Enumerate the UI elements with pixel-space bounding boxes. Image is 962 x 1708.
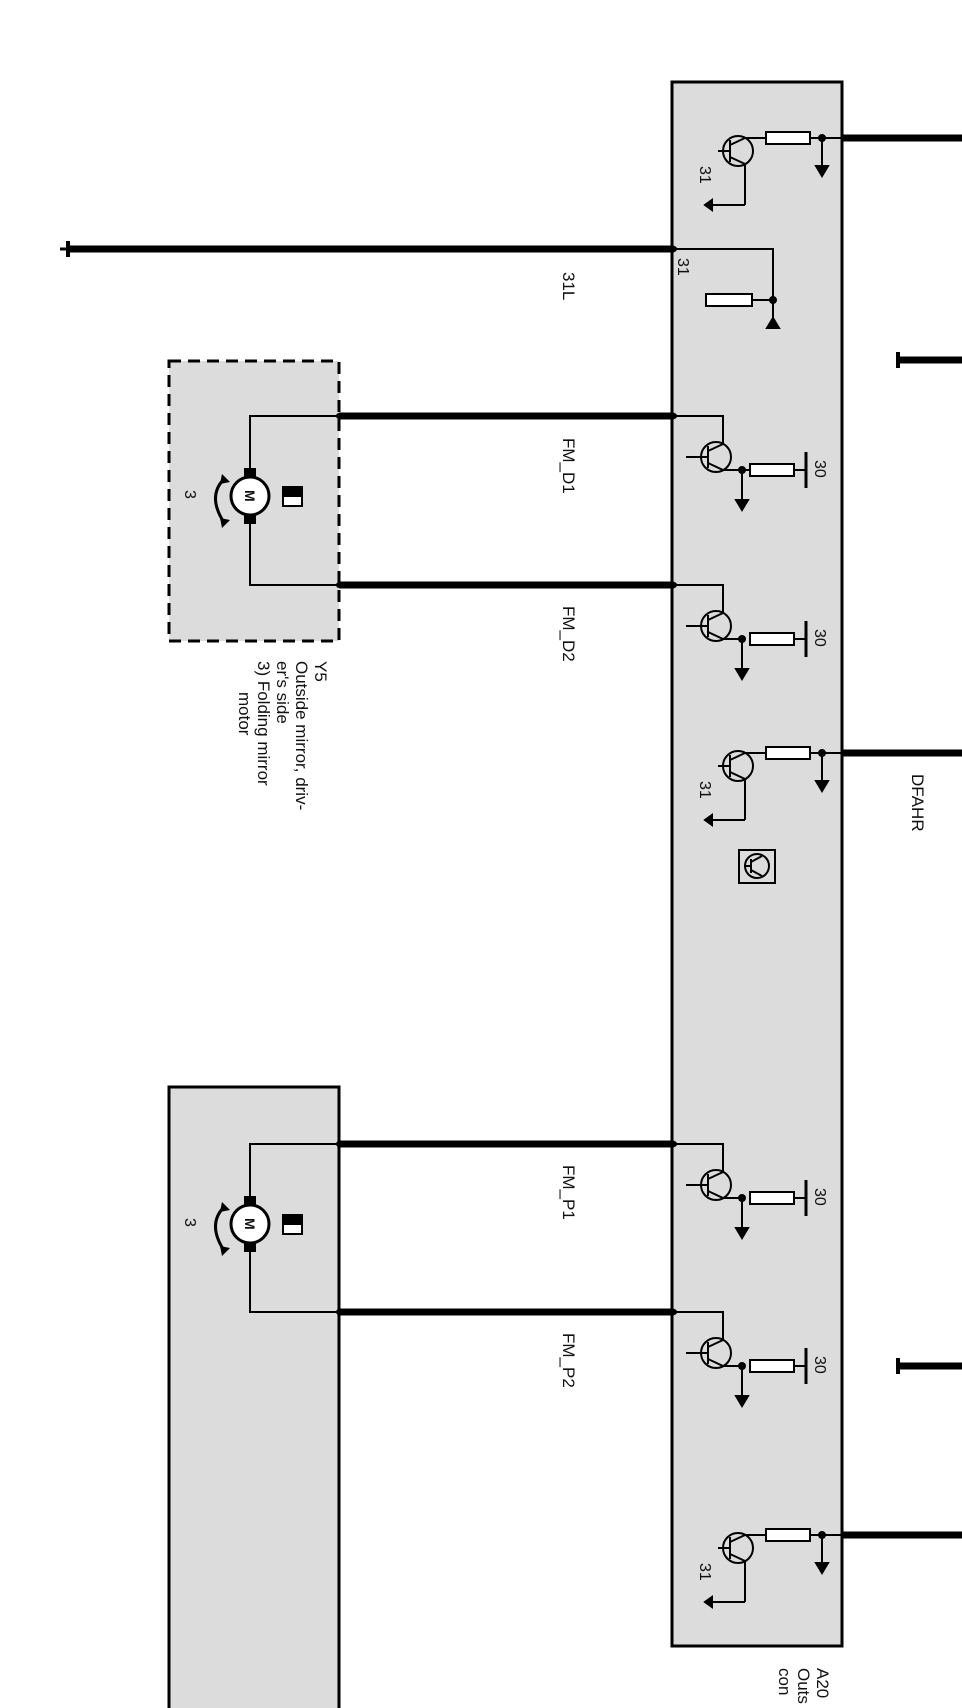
- semiconductor-icon: [738, 849, 776, 884]
- connector-icon-y5: [282, 486, 303, 507]
- terminal-30-a: 30: [811, 460, 828, 478]
- ground-symbol-31l: [60, 241, 70, 257]
- terminal-31-c: 31: [696, 781, 713, 799]
- ground-stub-right-1: [896, 352, 962, 368]
- motor-y5-wiring: [249, 415, 339, 586]
- terminal-labels: 31 31 30 30 31 30 30 31: [674, 166, 828, 1581]
- a20-line2: con: [775, 1668, 794, 1695]
- terminal-31-a: 31: [696, 166, 713, 184]
- junction-dots: [336, 246, 677, 1315]
- label-fm-d1: FM_D1: [559, 438, 578, 494]
- terminal-31-b: 31: [674, 258, 691, 276]
- terminal-30-c: 30: [811, 1188, 828, 1206]
- terminal-31-d: 31: [696, 1563, 713, 1581]
- motor-y5-symbol: [214, 468, 271, 528]
- label-dfahr: DFAHR: [908, 774, 927, 832]
- y5-line1: Outside mirror, driv-: [292, 661, 311, 810]
- mirror-passenger-box: [167, 1085, 341, 1708]
- motor-labels: M 3 M 3: [181, 490, 258, 1230]
- motor-passenger-wiring: [249, 1143, 339, 1313]
- label-fm-p1: FM_P1: [559, 1165, 578, 1220]
- motor-passenger-symbol: [214, 1196, 271, 1256]
- motor-passenger-letter: M: [242, 1218, 258, 1230]
- ground-stub-right-2: [896, 1358, 962, 1374]
- y5-line3: 3) Folding mirror: [254, 661, 273, 786]
- terminal-30-d: 30: [811, 1356, 828, 1374]
- a20-id: A20: [813, 1668, 832, 1698]
- label-fm-d2: FM_D2: [559, 606, 578, 662]
- terminal-30-b: 30: [811, 629, 828, 647]
- motor-y5-number: 3: [181, 490, 198, 499]
- module-circuits: [674, 131, 842, 1609]
- wire-labels: 31L FM_D1 FM_D2 FM_P1 FM_P2 DFAHR: [559, 272, 927, 1388]
- component-y5-description: Y5 Outside mirror, driv- er's side 3) Fo…: [235, 661, 330, 810]
- motor-passenger-number: 3: [181, 1218, 198, 1227]
- module-a20-description: A20 Outs con: [775, 1668, 832, 1704]
- y5-line4: motor: [235, 692, 254, 736]
- y5-id: Y5: [311, 661, 330, 682]
- label-31l: 31L: [559, 272, 578, 300]
- connector-icon-passenger: [282, 1214, 303, 1235]
- a20-line1: Outs: [794, 1668, 813, 1704]
- label-fm-p2: FM_P2: [559, 1333, 578, 1388]
- motor-y5-letter: M: [242, 490, 258, 502]
- y5-line2: er's side: [273, 661, 292, 724]
